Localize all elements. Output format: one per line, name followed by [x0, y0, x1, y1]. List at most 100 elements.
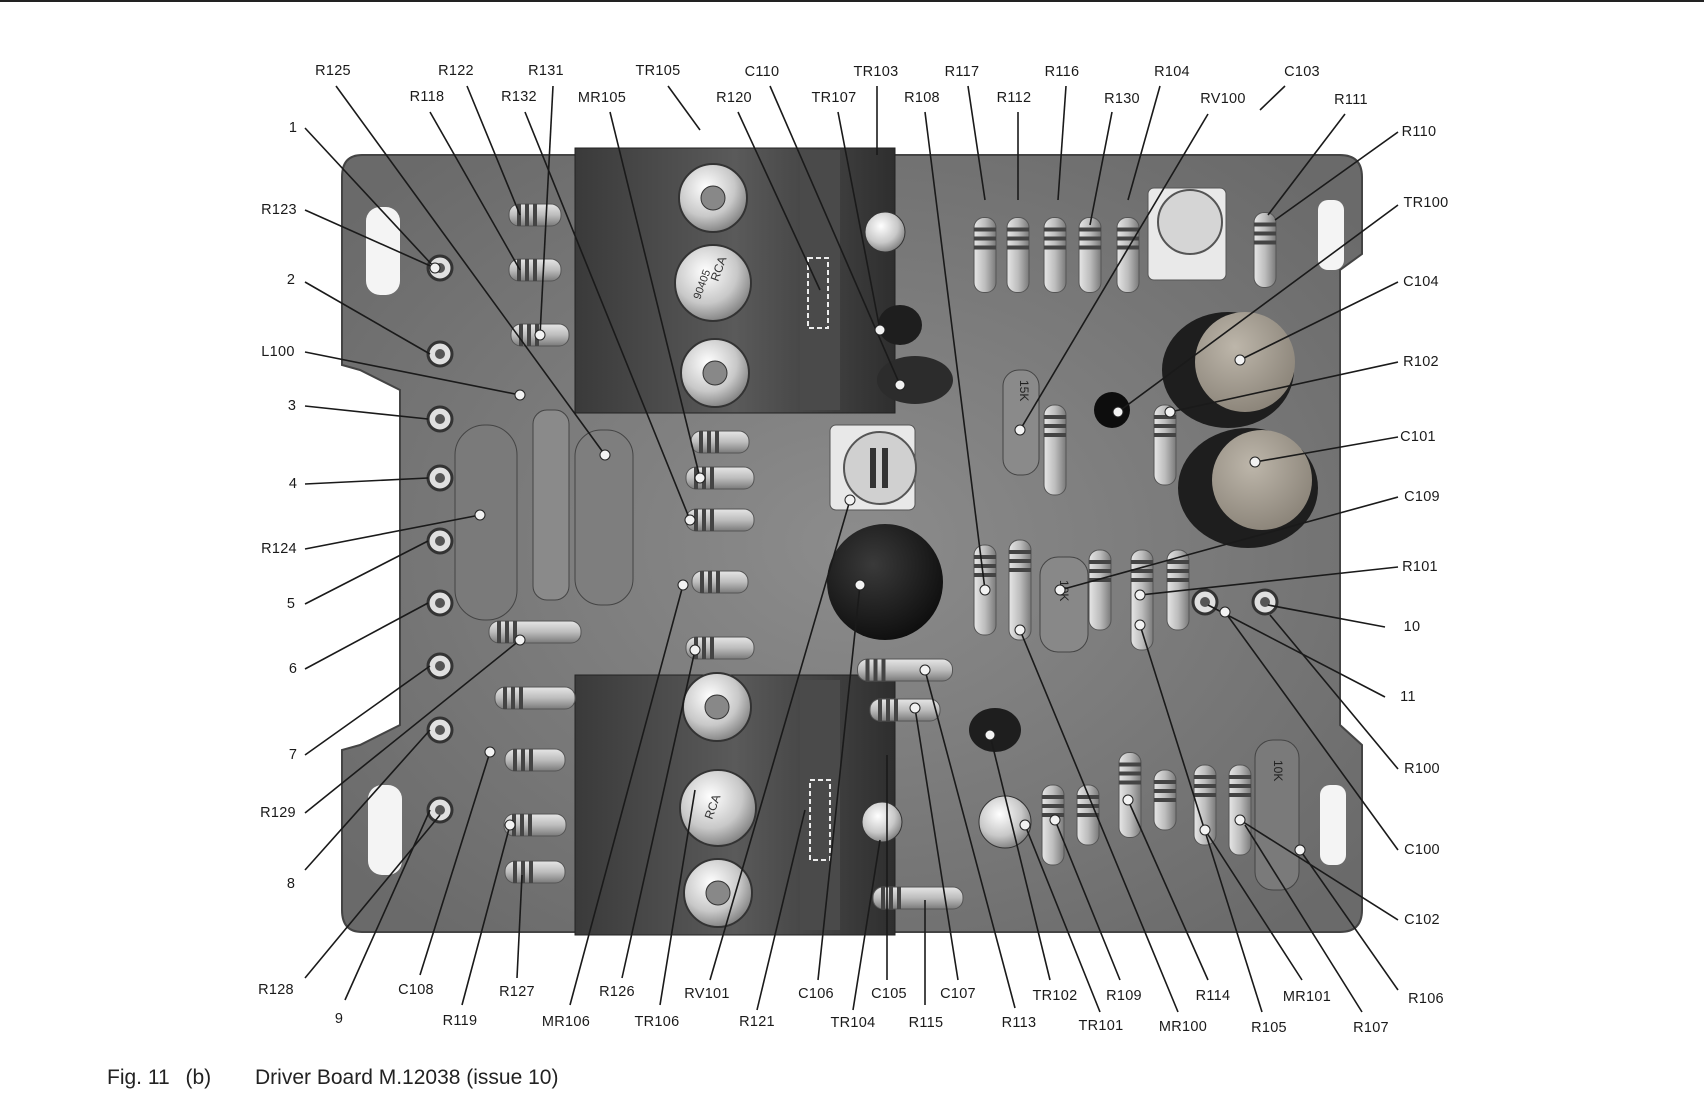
terminal-label: 1: [288, 120, 298, 136]
leader-line: [1259, 85, 1286, 111]
leader-line: [1117, 204, 1399, 413]
component-label: TR106: [634, 1014, 680, 1030]
heatsink-fins-bottom: [800, 680, 840, 930]
leader-lines: [304, 85, 1399, 1013]
top-rule: [0, 0, 1704, 2]
leader-dot: [484, 746, 496, 758]
leader-line: [1059, 496, 1399, 591]
component-label: C106: [798, 986, 834, 1002]
leader-line: [466, 85, 521, 216]
component-label: L100: [261, 344, 295, 360]
component-label: R130: [1104, 91, 1140, 107]
caption-title: Driver Board M.12038 (issue 10): [255, 1066, 559, 1089]
leader-line: [304, 351, 521, 396]
leader-dot: [1234, 814, 1246, 826]
leader-line: [304, 814, 441, 979]
leader-line: [304, 514, 481, 550]
leader-line: [1127, 799, 1209, 981]
c106-can: [827, 524, 943, 640]
leader-line: [737, 111, 821, 291]
leader-line: [967, 85, 986, 201]
tr105-can: [674, 244, 752, 322]
leader-line: [539, 85, 554, 336]
mount-slot-top-right: [1318, 200, 1344, 270]
leader-line: [304, 540, 429, 605]
leader-dot: [514, 389, 526, 401]
leader-line: [817, 584, 861, 981]
r125-body: [574, 429, 634, 606]
caption-sub: (b): [185, 1066, 212, 1089]
component-label: R101: [1402, 559, 1438, 575]
leader-line: [524, 111, 691, 521]
tr100-body: [1094, 392, 1130, 428]
component-label: R113: [1001, 1015, 1037, 1031]
component-label: C110: [744, 64, 780, 80]
component-label: R118: [409, 89, 445, 105]
component-label: C102: [1404, 912, 1440, 928]
leader-line: [1254, 436, 1399, 463]
leader-dot: [874, 324, 886, 336]
terminal-label: 2: [286, 272, 296, 288]
component-label: R104: [1154, 64, 1190, 80]
leader-dot: [677, 579, 689, 591]
component-label: R123: [261, 202, 297, 218]
component-label: R112: [996, 90, 1032, 106]
leader-dot: [689, 644, 701, 656]
component-label: TR103: [853, 64, 899, 80]
leader-line: [1054, 819, 1121, 981]
leader-dot: [919, 664, 931, 676]
component-label: RV100: [1200, 91, 1246, 107]
component-label: R108: [904, 90, 940, 106]
component-label: R121: [739, 1014, 775, 1030]
leader-line: [1299, 849, 1399, 991]
component-label: TR102: [1032, 988, 1078, 1004]
r130-body: [1002, 369, 1040, 476]
tr106-can: [679, 769, 757, 847]
leader-line: [304, 209, 436, 269]
leader-line: [1057, 85, 1067, 201]
c101-top: [1212, 430, 1312, 530]
leader-line: [1019, 113, 1209, 431]
leader-dot: [1134, 619, 1146, 631]
leader-line: [914, 707, 959, 981]
leader-line: [344, 809, 431, 1001]
leader-line: [659, 789, 696, 1006]
leader-line: [304, 127, 436, 269]
leader-line: [304, 405, 429, 420]
leader-dot: [1122, 794, 1134, 806]
component-label: C101: [1400, 429, 1436, 445]
leader-line: [837, 111, 881, 331]
component-label: TR101: [1078, 1018, 1124, 1034]
mount-slot-bottom-left: [368, 785, 402, 875]
component-label: R115: [908, 1015, 944, 1031]
mount-slot-bottom-right: [1320, 785, 1346, 865]
leader-dot: [684, 514, 696, 526]
resistor-body: [857, 658, 953, 682]
rv101-wiper: [843, 431, 917, 505]
leader-line: [429, 111, 521, 271]
leader-dot: [1294, 844, 1306, 856]
resistor-body: [488, 620, 582, 644]
leader-dot: [984, 729, 996, 741]
leader-dot: [1014, 624, 1026, 636]
component-label: C104: [1403, 274, 1439, 290]
component-label: R122: [438, 63, 474, 79]
terminal-label: 8: [286, 876, 296, 892]
leader-line: [709, 499, 851, 981]
component-label: C105: [871, 986, 907, 1002]
leader-line: [1024, 824, 1101, 1013]
leader-dot: [514, 634, 526, 646]
c110-body: [877, 356, 953, 404]
leader-line: [609, 111, 701, 479]
leader-line: [419, 751, 491, 976]
component-label: R111: [1334, 92, 1368, 108]
leader-dot: [1049, 814, 1061, 826]
component-label: R126: [599, 984, 635, 1000]
leader-dot: [1234, 354, 1246, 366]
leader-dot: [1054, 584, 1066, 596]
leader-dot: [1249, 456, 1261, 468]
resistor-body: [503, 813, 567, 837]
component-label: R110: [1401, 124, 1437, 140]
leader-dot: [1134, 589, 1146, 601]
